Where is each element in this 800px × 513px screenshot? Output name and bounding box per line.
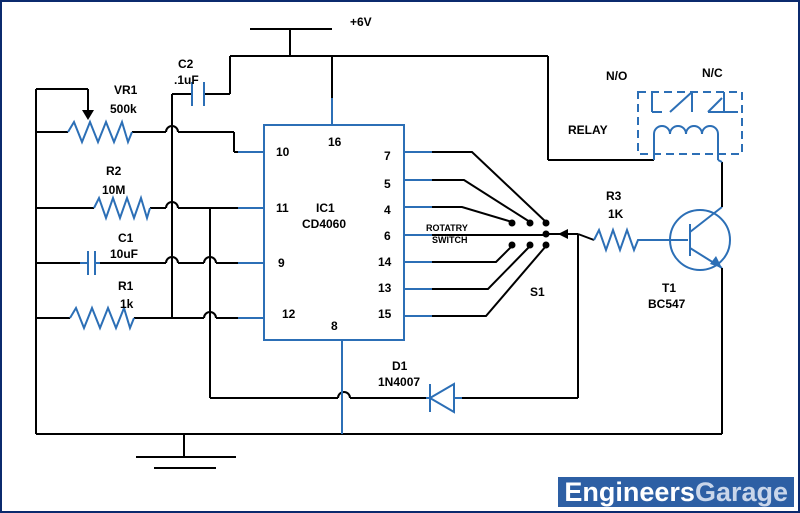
- t1-value: BC547: [648, 297, 686, 311]
- r1-value: 1k: [120, 297, 134, 311]
- r2-ref: R2: [106, 164, 122, 178]
- switch-label-line1: ROTATRY: [426, 223, 468, 233]
- c1-ref: C1: [118, 231, 134, 245]
- brand-part1: Engineers: [564, 477, 695, 507]
- c1-value: 10uF: [110, 247, 138, 261]
- r1-ref: R1: [118, 279, 134, 293]
- r2-resistor: [93, 194, 151, 222]
- r2-value: 10M: [102, 183, 125, 197]
- brand-part2: Garage: [694, 477, 788, 507]
- rotary-switch-contacts: [508, 219, 550, 249]
- d1-value: 1N4007: [378, 375, 420, 389]
- ic1-pin-11: 11: [276, 201, 289, 215]
- ic1-pin-12: 12: [282, 307, 296, 321]
- ic1-pin-9: 9: [278, 256, 285, 270]
- relay-label: RELAY: [568, 123, 608, 137]
- ic1-pin-7: 7: [384, 149, 391, 163]
- supply-rail: [229, 28, 654, 161]
- c2-capacitor: [191, 82, 205, 106]
- relay-no-label: N/O: [606, 69, 627, 83]
- r3-resistor: [593, 226, 664, 254]
- ic1-ref: IC1: [316, 201, 335, 215]
- vr1-value: 500k: [110, 102, 137, 116]
- ic1-pin-5: 5: [384, 177, 391, 191]
- vr1-resistor: [67, 118, 133, 146]
- rotary-switch-wiring: [432, 151, 595, 398]
- t1-ref: T1: [662, 281, 676, 295]
- ic1-body: [263, 124, 405, 341]
- d1-diode: [426, 382, 462, 414]
- c2-value: .1uF: [174, 73, 199, 87]
- ic1-pin-6: 6: [384, 229, 391, 243]
- ic1-pin-13: 13: [378, 281, 392, 295]
- relay: [637, 91, 743, 163]
- t1-transistor: [664, 206, 731, 271]
- ic1-pin-8: 8: [331, 319, 338, 333]
- c2-ref: C2: [178, 57, 194, 71]
- relay-nc-label: N/C: [702, 66, 723, 80]
- vr1-ref: VR1: [114, 83, 138, 97]
- ic1-pin-4: 4: [384, 203, 391, 217]
- d1-ref: D1: [392, 359, 408, 373]
- switch-label-line2: SWITCH: [432, 235, 468, 245]
- r3-value: 1K: [608, 207, 624, 221]
- ic1-part: CD4060: [302, 217, 346, 231]
- ground-rail: [36, 433, 722, 469]
- ic1-pin-14: 14: [378, 255, 392, 269]
- switch-ref: S1: [530, 285, 545, 299]
- supply-label: +6V: [350, 15, 372, 29]
- ic1-pin-16: 16: [328, 135, 342, 149]
- r3-ref: R3: [606, 189, 622, 203]
- ic1-pin-15: 15: [378, 307, 392, 321]
- ic1-pin-10: 10: [276, 145, 290, 159]
- r1-resistor: [69, 304, 135, 332]
- ic1-pins: [238, 98, 432, 434]
- c1-capacitor: [80, 251, 100, 275]
